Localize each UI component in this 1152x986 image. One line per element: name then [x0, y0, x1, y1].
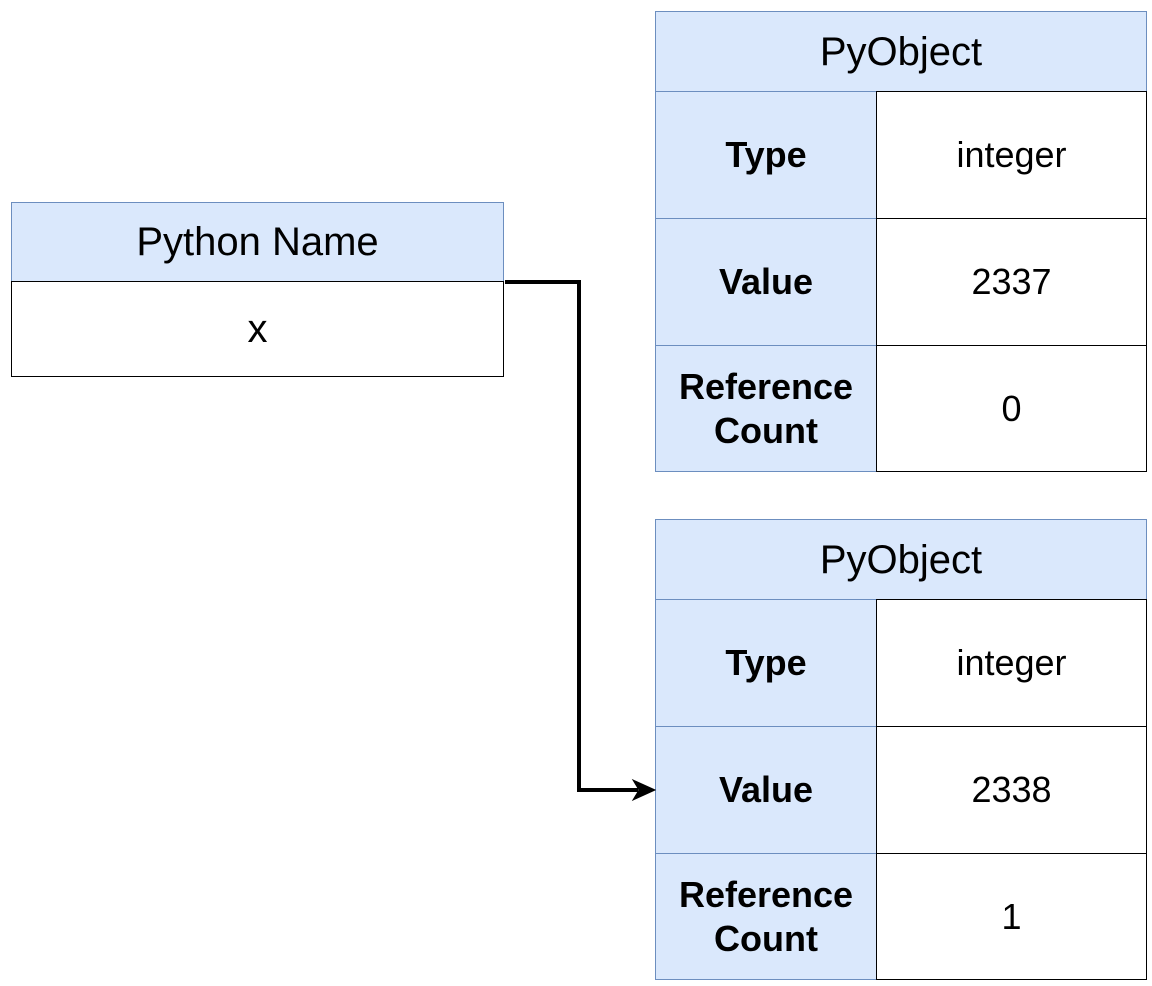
reference-arrowhead	[631, 778, 657, 802]
pyobject-2-value-label: Value	[655, 726, 877, 854]
pyobject-1-type-label: Type	[655, 91, 877, 219]
pyobject-2-header: PyObject	[655, 519, 1147, 600]
pyobject-1-type-value: integer	[876, 91, 1147, 219]
python-name-header: Python Name	[11, 202, 504, 282]
pyobject-1-value-label: Value	[655, 218, 877, 346]
python-name-value: x	[11, 281, 504, 377]
pyobject-2-refcount-label: Reference Count	[655, 853, 877, 980]
pyobject-2-value-value: 2338	[876, 726, 1147, 854]
pyobject-1-header: PyObject	[655, 11, 1147, 92]
pyobject-2-type-label: Type	[655, 599, 877, 727]
reference-arrow-line	[505, 280, 638, 792]
pyobject-1-value-value: 2337	[876, 218, 1147, 346]
pyobject-1-refcount-value: 0	[876, 345, 1147, 472]
pyobject-2-type-value: integer	[876, 599, 1147, 727]
pyobject-1-refcount-label: Reference Count	[655, 345, 877, 472]
pyobject-2-refcount-value: 1	[876, 853, 1147, 980]
